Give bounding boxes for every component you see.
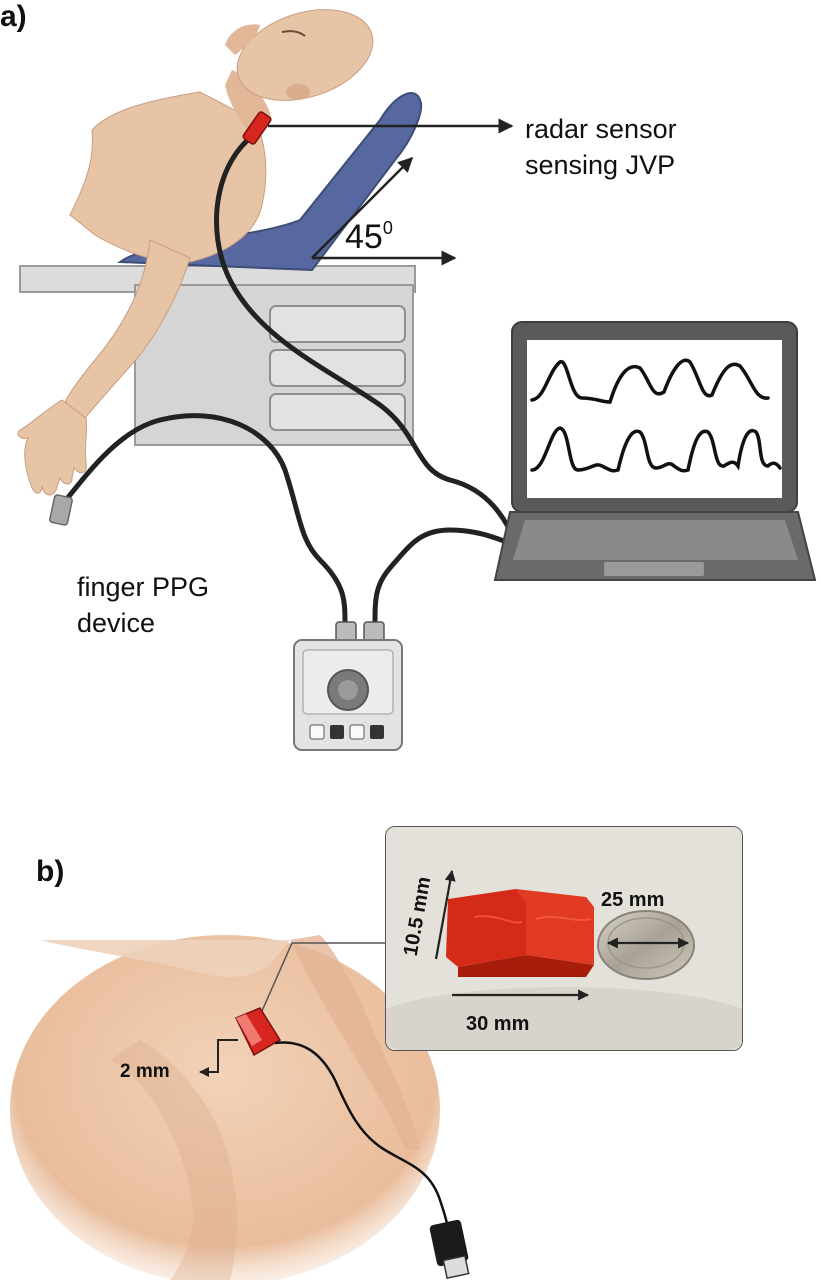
coin-dim-label: 25 mm xyxy=(601,889,665,911)
sensor-photo: 10.5 mm 25 mm 30 mm xyxy=(385,826,743,1051)
radar-label-line1: radar sensor xyxy=(525,114,677,144)
neck-render xyxy=(10,935,440,1280)
ppg-label-line2: device xyxy=(77,608,156,638)
angle-value: 45 xyxy=(345,218,383,256)
red-sensor-housing xyxy=(446,889,594,977)
laptop xyxy=(493,321,817,581)
coin xyxy=(597,910,695,980)
ppg-waveform xyxy=(530,426,782,473)
angle-unit: 0 xyxy=(382,218,393,238)
neck-sensor xyxy=(234,1007,282,1057)
thickness-arrow xyxy=(199,1039,238,1077)
usb-plug xyxy=(429,1219,470,1279)
panel-a-label: a) xyxy=(0,0,27,33)
sensor-photo-art xyxy=(386,827,742,1050)
angle-arrow-diagonal xyxy=(311,156,414,259)
cables xyxy=(59,129,518,628)
height-dim-arrow xyxy=(434,869,456,960)
callout-line xyxy=(257,942,385,1021)
ppg-device-box xyxy=(293,621,403,751)
length-dim-label: 30 mm xyxy=(466,1013,530,1035)
radar-label-line2: sensing JVP xyxy=(525,150,676,180)
panel-b-label: b) xyxy=(36,855,65,888)
ppg-label-line1: finger PPG xyxy=(77,572,210,602)
finger-ppg-clip xyxy=(49,494,73,526)
radar-sensor xyxy=(242,111,272,145)
jvp-waveform xyxy=(530,358,770,404)
usb-cable xyxy=(274,1041,450,1231)
thickness-dim-label: 2 mm xyxy=(120,1061,170,1082)
angle-label: 450 xyxy=(345,218,393,257)
